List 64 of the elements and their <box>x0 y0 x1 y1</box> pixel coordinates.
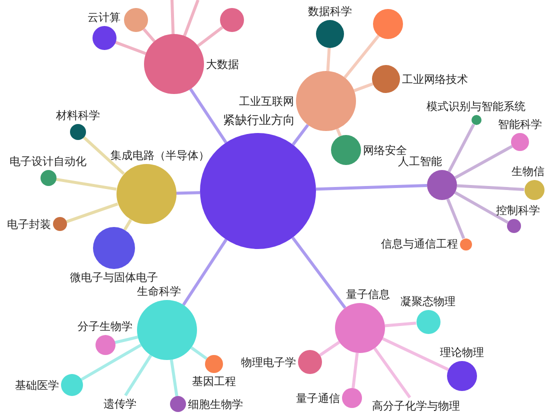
topic-label: 量子信息 <box>346 288 390 301</box>
connector-line <box>352 352 359 388</box>
topic-label: 细胞生物学 <box>188 398 243 410</box>
connector-line <box>319 340 340 357</box>
topic-label: 大数据 <box>206 58 239 70</box>
topic-label: 信息与通信工程 <box>381 238 458 250</box>
connector-line <box>344 34 380 79</box>
connector-line <box>124 354 152 396</box>
topic-label: 人工智能 <box>398 155 442 168</box>
topic-label: 工业互联网 <box>239 94 294 108</box>
connector-line <box>123 219 132 231</box>
connector-line <box>176 191 200 195</box>
connector-line <box>114 40 146 55</box>
topic-label: 电子封装 <box>7 218 51 230</box>
topic-label: 电子设计自动化 <box>10 155 86 168</box>
connector-line <box>182 238 228 306</box>
connector-line <box>316 184 428 191</box>
connector-line <box>354 82 374 92</box>
connector-line <box>291 236 346 309</box>
connector-line <box>80 344 142 381</box>
connector-line <box>373 347 412 398</box>
topic-label: 数据科学 <box>308 5 352 18</box>
connector-line <box>142 28 156 42</box>
connector-line <box>82 136 125 175</box>
connector-line <box>170 0 175 34</box>
topic-label: 物理电子学 <box>241 356 296 368</box>
topic-label: 基因工程 <box>192 375 236 388</box>
topic-label: 集成电路（半导体） <box>110 149 210 162</box>
connector-line <box>336 128 342 137</box>
topic-label: 分子生物学 <box>78 320 132 333</box>
topic-label: 基础医学 <box>15 378 59 392</box>
topic-label: 云计算 <box>88 11 120 24</box>
topic-label: 微电子与固体电子 <box>70 271 158 284</box>
connector-line <box>190 346 208 360</box>
connector-line <box>170 359 178 396</box>
connector-line <box>456 184 524 191</box>
topic-label: 生物信 <box>512 165 544 178</box>
topic-label: 智能科学 <box>498 118 542 131</box>
connector-line <box>189 88 228 144</box>
connector-line <box>183 0 200 36</box>
hub-label: 紧缺行业方向 <box>223 113 295 127</box>
connector-line <box>454 191 509 224</box>
connector-line <box>326 48 331 72</box>
topic-label: 生命科学 <box>137 285 181 298</box>
topic-label: 凝聚态物理 <box>400 295 456 308</box>
connector-line <box>197 26 224 48</box>
connector-line <box>448 124 476 172</box>
connector-line <box>66 202 118 224</box>
topic-label: 网络安全 <box>363 144 407 156</box>
topic-label: 高分子化学与物理 <box>372 400 460 412</box>
connector-line <box>384 322 416 328</box>
connector-line <box>292 124 310 146</box>
topic-label: 材料科学 <box>56 109 100 122</box>
connector-line <box>56 178 117 191</box>
topic-label: 理论物理 <box>440 346 484 359</box>
topic-label: 控制科学 <box>496 204 540 217</box>
connector-line <box>446 198 466 239</box>
topic-label: 遗传学 <box>104 398 136 410</box>
topic-label: 模式识别与智能系统 <box>426 100 526 113</box>
connector-line <box>454 144 513 180</box>
topic-label: 量子通信 <box>296 392 340 404</box>
connector-line <box>114 336 138 344</box>
connector-line <box>382 337 450 371</box>
topic-label: 工业网络技术 <box>402 72 468 86</box>
